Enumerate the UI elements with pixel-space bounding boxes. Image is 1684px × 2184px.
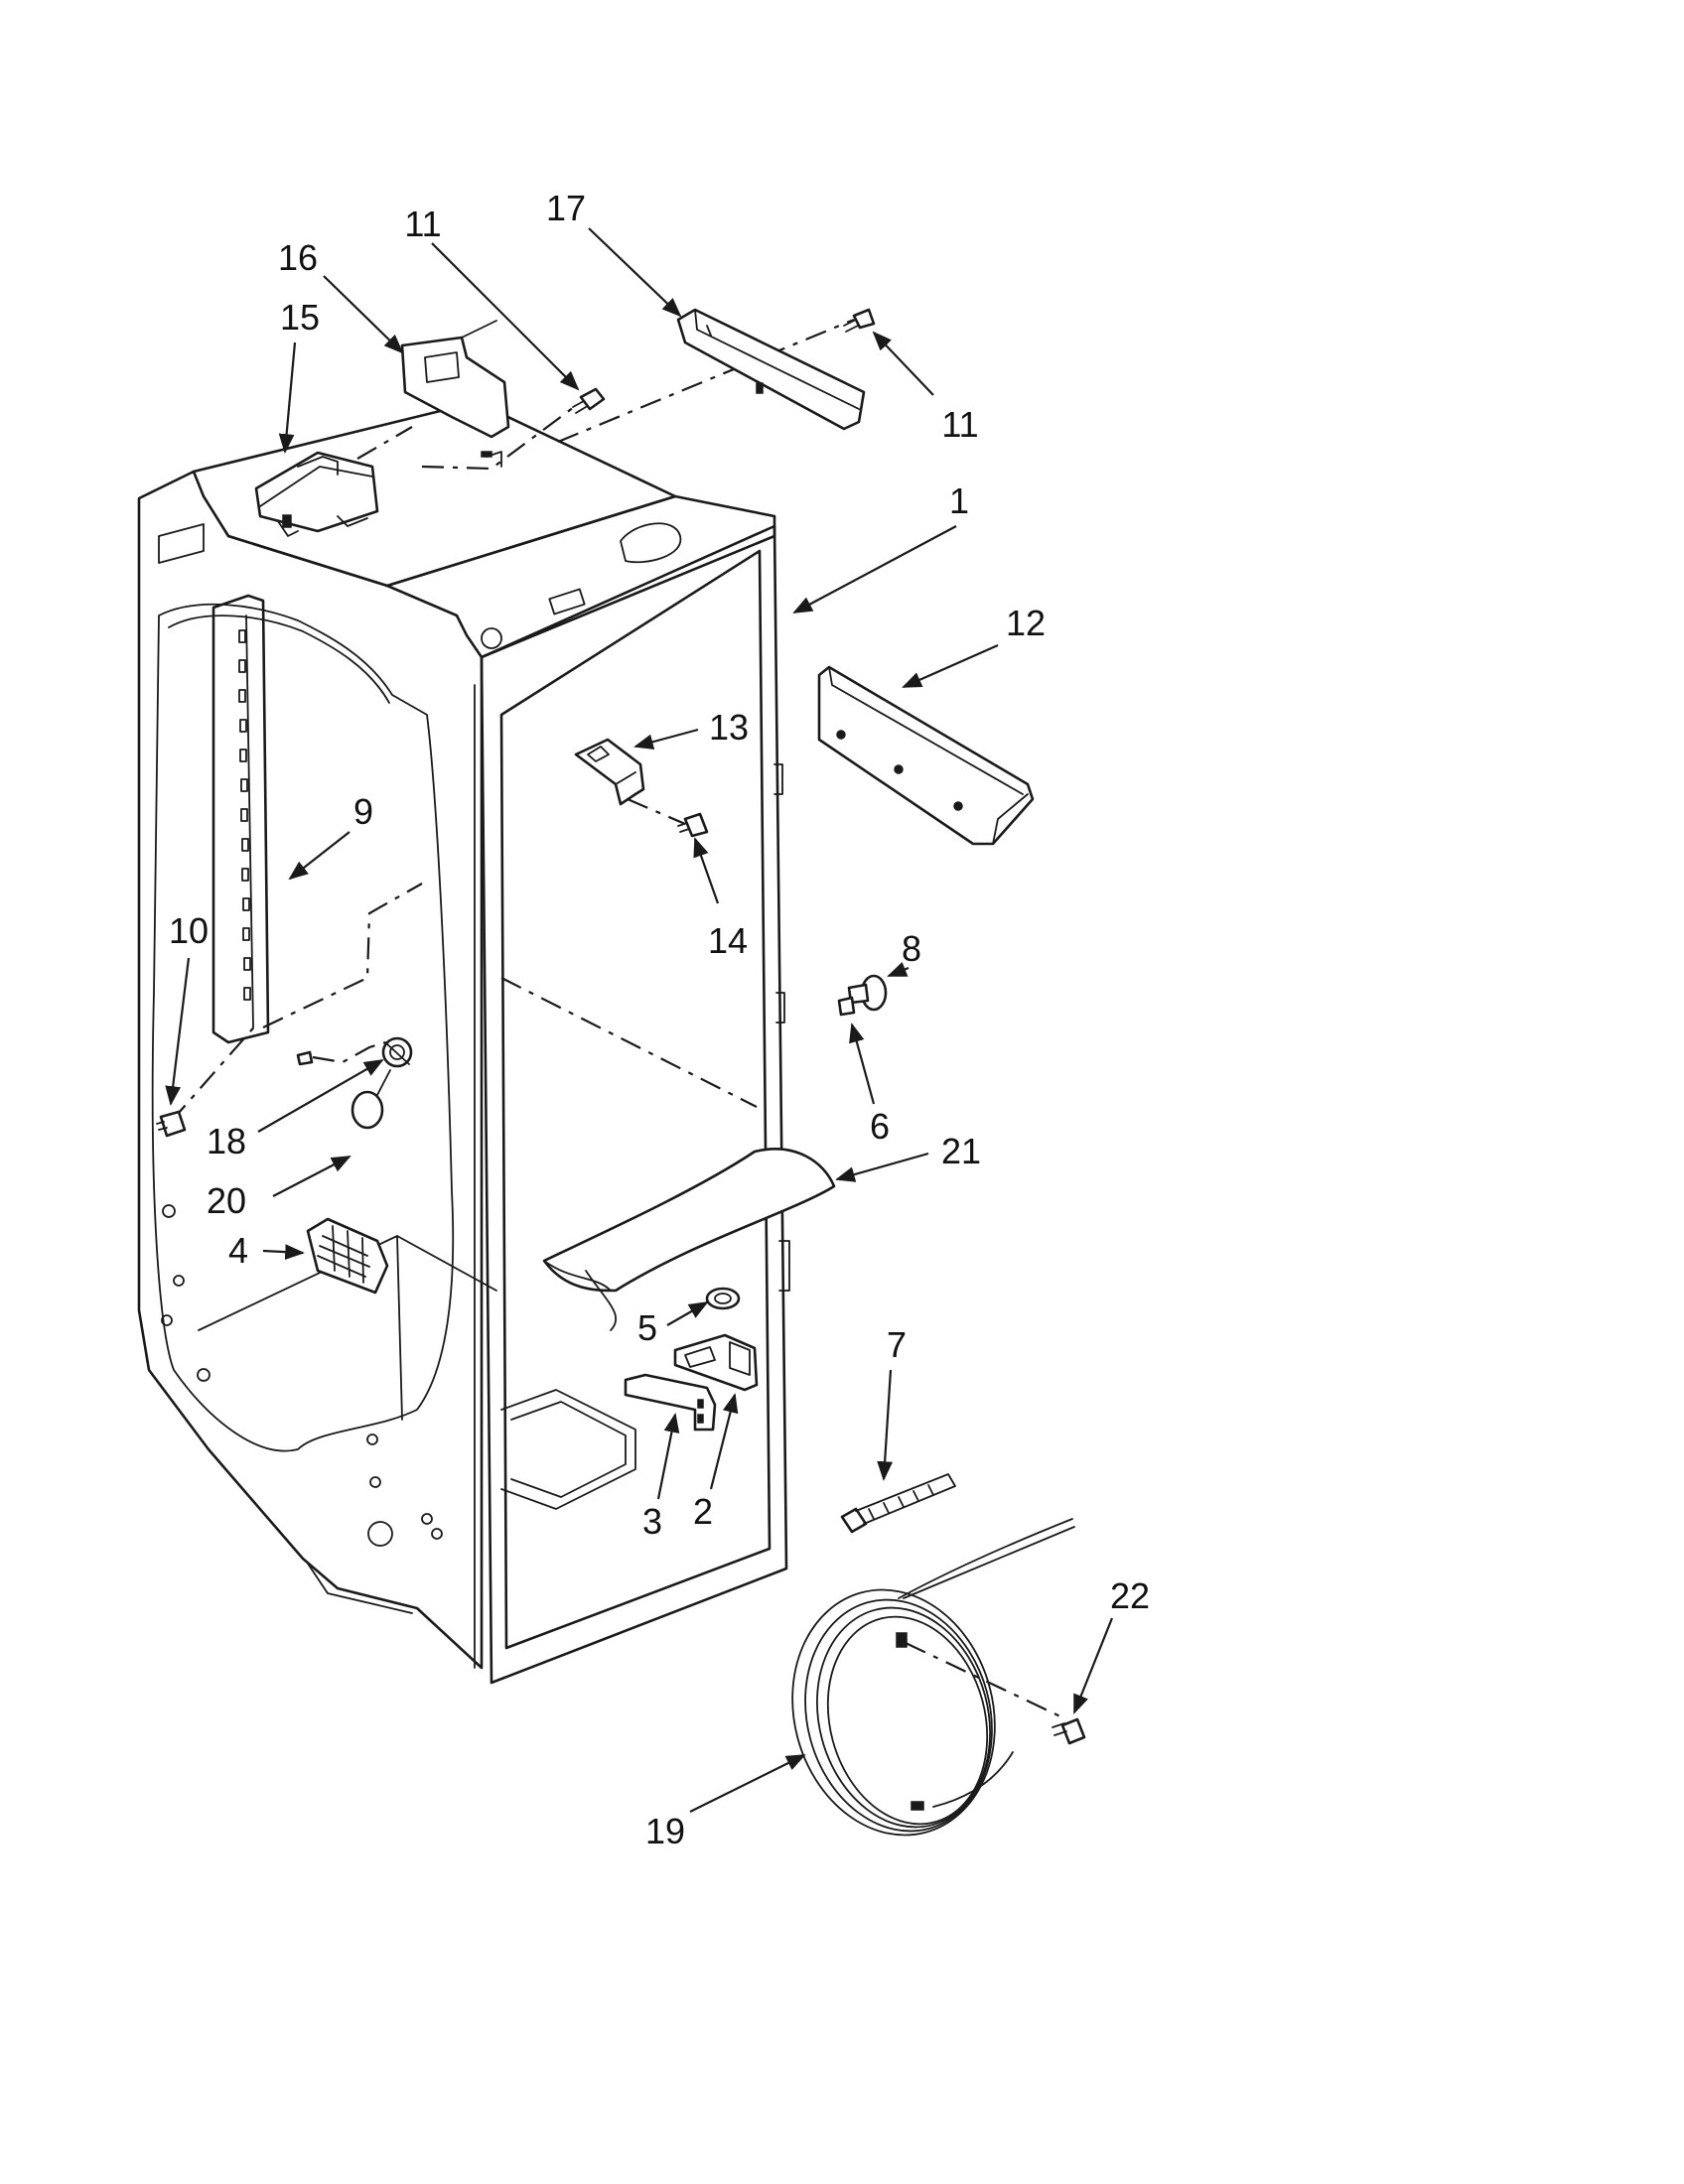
light-socket-18 [381,1036,413,1068]
callout-16: 16 [278,237,318,278]
leader-2 [709,1393,739,1490]
screw-6 [837,996,856,1017]
bolt-8 [847,974,888,1012]
callout-3: 3 [642,1501,662,1542]
screw-14 [677,812,709,838]
evaporator-cover-21 [542,1148,836,1331]
callout-labels: 1 2 3 4 5 6 7 8 9 10 11 11 12 13 14 15 1… [169,188,1150,1851]
callout-12: 12 [1006,603,1046,643]
callout-18: 18 [207,1121,246,1161]
leader-1 [792,525,957,614]
leader-12 [902,643,999,689]
leader-11b [872,331,934,396]
callout-1: 1 [949,480,969,521]
screw-22 [1052,1717,1086,1745]
callout-11b: 11 [941,404,978,445]
ladder-slots [238,629,251,1001]
cable-tie-7 [840,1473,956,1534]
callout-22: 22 [1110,1575,1150,1616]
leader-10 [165,957,191,1106]
bracket-13 [574,738,645,806]
callout-8: 8 [902,928,921,969]
leader-5 [666,1301,709,1326]
callout-13: 13 [709,707,749,748]
screw-11-right [843,308,876,333]
callout-20: 20 [207,1180,246,1221]
leader-13 [633,728,699,751]
leader-7 [877,1369,894,1481]
light-bulb-20 [351,1069,391,1130]
top-rail-17 [676,308,866,431]
callout-19: 19 [645,1811,685,1851]
callout-14: 14 [708,920,748,961]
leader-11a [431,242,580,391]
leader-15 [278,341,297,454]
leader-6 [849,1023,876,1105]
leader-4 [262,1244,305,1261]
callout-15: 15 [280,297,320,338]
leader-18 [257,1059,384,1133]
cabinet-liner [137,400,790,1685]
control-housing-15 [254,451,379,537]
callout-10: 10 [169,910,209,951]
shelf-ladder [211,594,270,1044]
bracket-2 [673,1333,759,1392]
callout-9: 9 [353,791,373,832]
leader-21 [835,1152,929,1182]
leader-20 [272,1156,351,1197]
callout-2: 2 [693,1491,713,1532]
callout-5: 5 [637,1307,657,1348]
leader-9 [288,831,351,881]
screw-10 [156,1110,187,1138]
control-bracket-16 [400,320,510,468]
callout-21: 21 [941,1131,981,1171]
screw-11-left [572,387,606,414]
leader-14 [693,837,720,904]
leader-22 [1072,1617,1114,1714]
bracket-3 [624,1373,717,1432]
leader-3 [656,1413,680,1500]
leader-16 [323,275,404,354]
leader-19 [689,1754,806,1813]
callout-11a: 11 [404,204,441,244]
leader-lines [165,227,1114,1813]
callout-6: 6 [870,1106,890,1147]
channel-12 [817,665,1035,846]
vent-grille-4 [306,1217,389,1295]
small-screw [296,1050,314,1066]
wire-coil-19 [791,1518,1075,1837]
callout-17: 17 [546,188,586,228]
callout-4: 4 [228,1230,248,1271]
callout-7: 7 [887,1324,907,1365]
leader-8 [887,962,910,978]
grommet-5 [705,1287,741,1310]
leader-17 [588,227,682,318]
